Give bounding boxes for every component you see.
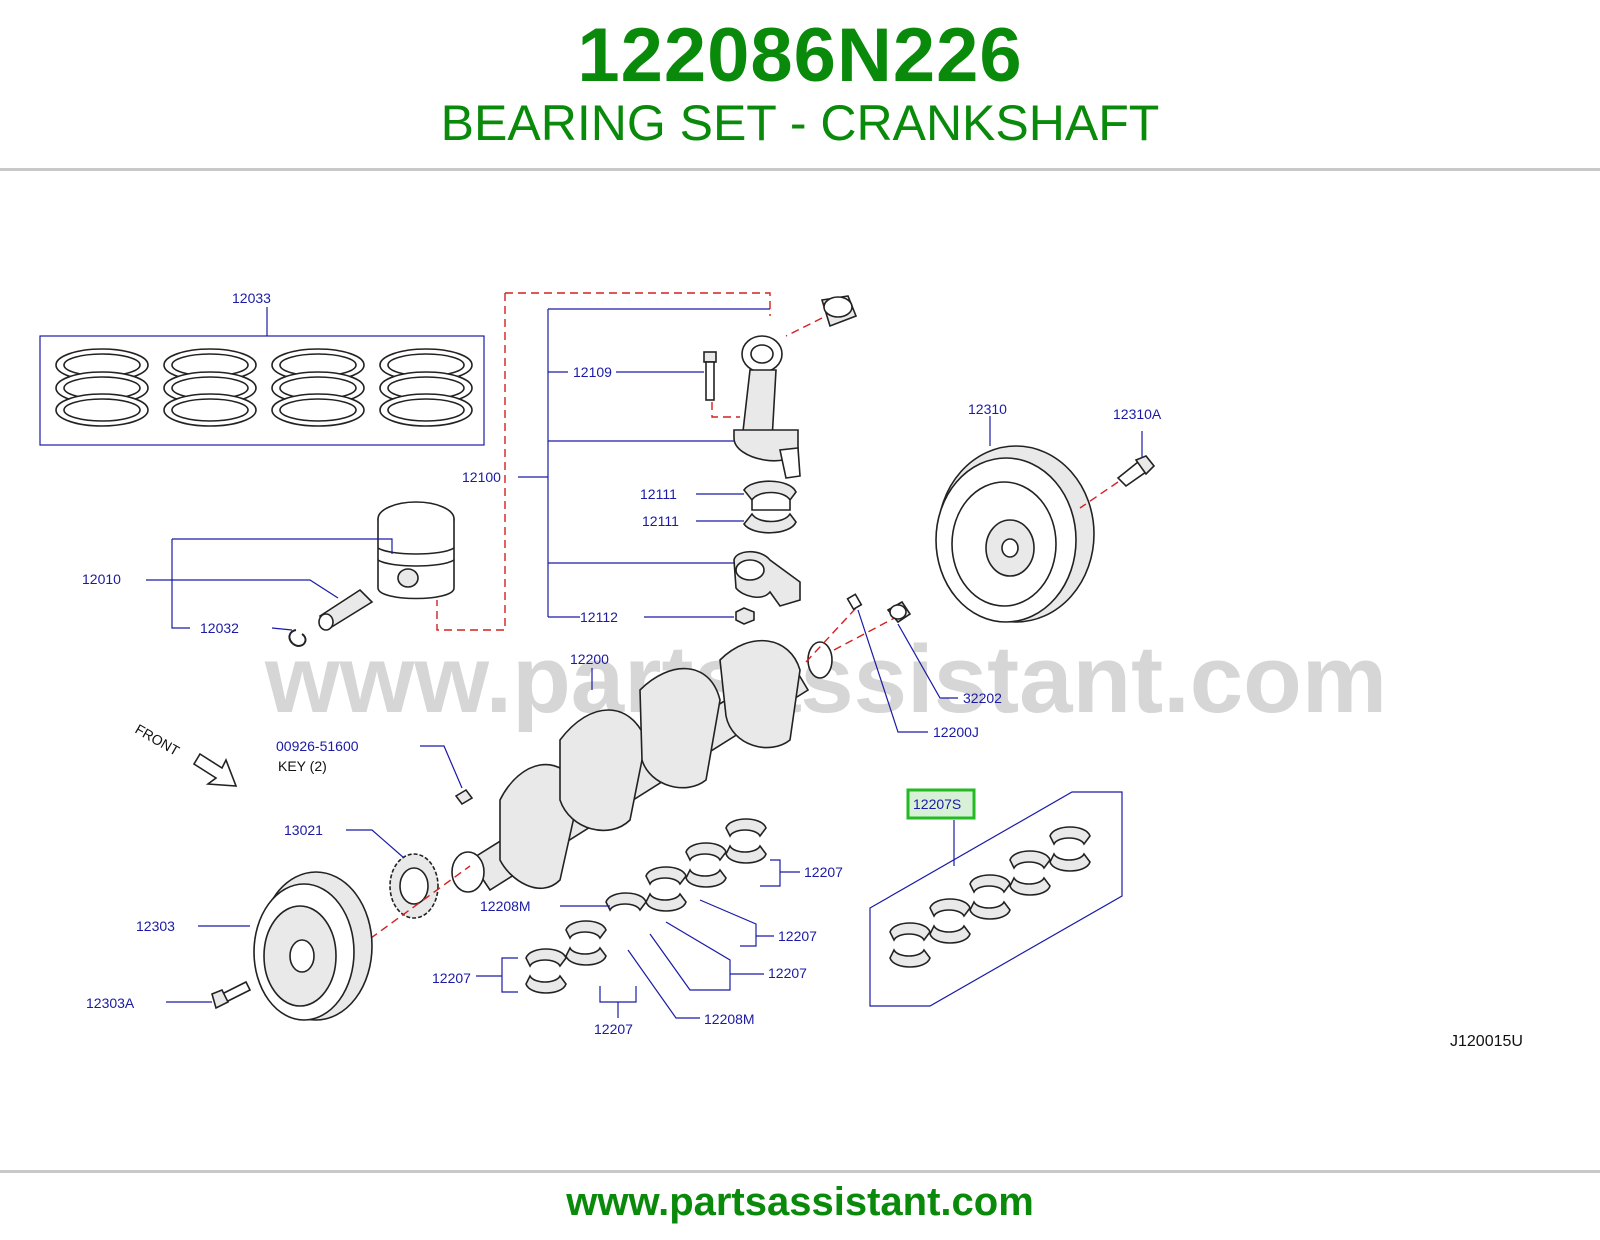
callout-12109[interactable]: 12109 [573,364,612,380]
callout-12303A[interactable]: 12303A [86,995,135,1011]
callout-12111-lower[interactable]: 12111 [642,513,679,529]
assembly-outline-dashed [505,292,771,316]
callout-12100[interactable]: 12100 [462,469,501,485]
callout-12112[interactable]: 12112 [580,609,618,625]
callout-12200J[interactable]: 12200J [933,724,979,740]
conrod-nut[interactable] [735,607,755,625]
callout-12207-b[interactable]: 12207 [778,928,817,944]
callout-12207-d[interactable]: 12207 [432,970,471,986]
page-header: 122086N226 BEARING SET - CRANKSHAFT [0,0,1600,168]
callout-00926-51600[interactable]: 00926-51600 [276,738,359,754]
highlighted-part-box[interactable] [906,788,976,820]
callout-12032[interactable]: 12032 [200,620,239,636]
piston-pin-clip[interactable] [288,629,307,648]
flywheel[interactable] [935,445,1095,623]
ring-set-1 [55,348,149,427]
watermark: www.partsassistant.com [264,626,1387,733]
callout-12303[interactable]: 12303 [136,918,175,934]
crankshaft[interactable] [451,639,833,893]
pilot-bushing[interactable] [886,600,912,624]
woodruff-key[interactable] [454,788,474,806]
conrod-bearing-upper[interactable] [743,480,797,511]
part-number-title: 122086N226 [577,13,1023,98]
callout-12207-c[interactable]: 12207 [768,965,807,981]
pulley-bolt[interactable] [211,980,252,1010]
callout-13021[interactable]: 13021 [284,822,323,838]
callout-12207S-highlighted[interactable]: 12207S [913,796,961,812]
part-name-subtitle: BEARING SET - CRANKSHAFT [440,95,1160,151]
parts-diagram: www.partsassistant.com 12033 [0,172,1600,1162]
callout-12207-a[interactable]: 12207 [804,864,843,880]
crank-sprocket[interactable] [389,853,439,919]
callout-12033[interactable]: 12033 [232,290,271,306]
piston[interactable] [377,501,455,600]
header-divider [0,168,1600,171]
crank-pulley[interactable] [253,871,373,1021]
callout-12200[interactable]: 12200 [570,651,609,667]
callout-32202[interactable]: 32202 [963,690,1002,706]
piston-pin[interactable] [318,588,374,631]
callout-12010[interactable]: 12010 [82,571,121,587]
front-label: FRONT [133,721,183,759]
key-note: KEY (2) [278,758,327,774]
callout-12111-upper[interactable]: 12111 [640,486,677,502]
piston-rings-group[interactable] [39,307,485,446]
footer-divider [0,1170,1600,1173]
callout-12310[interactable]: 12310 [968,401,1007,417]
conrod-bolt[interactable] [703,351,717,401]
flywheel-bolt[interactable] [1116,455,1156,488]
diagram-svg: www.partsassistant.com 12033 [39,290,1523,1050]
main-bearings[interactable] [525,818,767,994]
conrod-bearing-lower[interactable] [743,512,797,534]
callout-12208M-b[interactable]: 12208M [704,1011,755,1027]
small-end-bushing[interactable] [820,295,858,328]
callout-12310A[interactable]: 12310A [1113,406,1162,422]
callout-12207-e[interactable]: 12207 [594,1021,633,1037]
diagram-code: J120015U [1450,1033,1523,1050]
ring-set-4 [379,348,473,427]
footer-website-link[interactable]: www.partsassistant.com [566,1180,1034,1224]
ring-set-3 [271,348,365,427]
connecting-rod[interactable] [733,335,801,479]
conrod-cap[interactable] [733,550,801,607]
dowel-pin[interactable] [846,593,863,611]
ring-set-2 [163,348,257,427]
front-arrow-icon [192,752,238,787]
callout-12208M-a[interactable]: 12208M [480,898,531,914]
bearing-set-group[interactable] [869,791,1123,1007]
